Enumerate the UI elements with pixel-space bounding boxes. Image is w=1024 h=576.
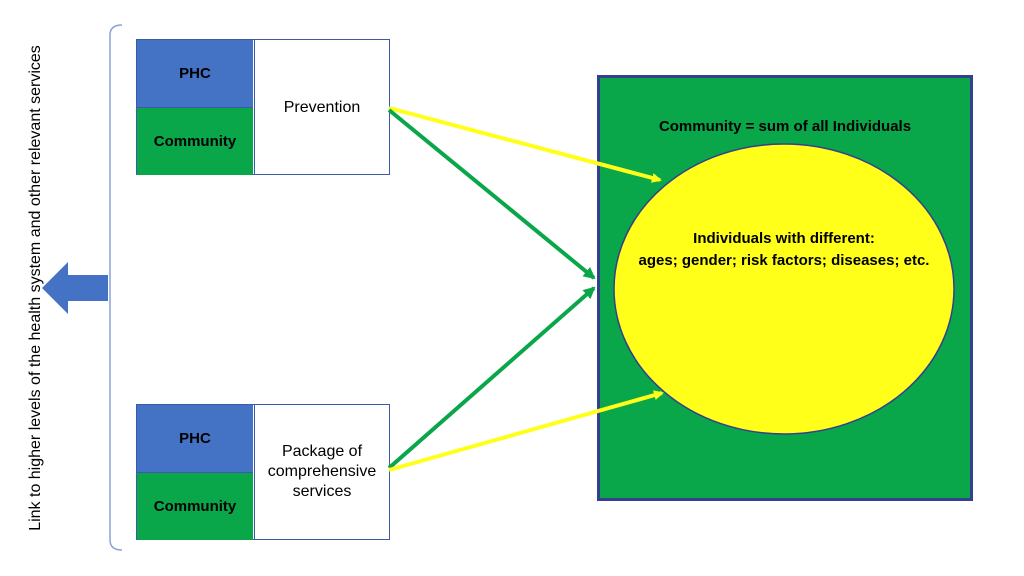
community-cell: Community	[137, 472, 253, 540]
phc-label: PHC	[179, 65, 211, 82]
prevention-yellow-arrow	[388, 106, 662, 183]
package-yellow-arrow	[388, 390, 664, 472]
package-green-arrow	[387, 286, 596, 470]
community-label: Community	[153, 133, 237, 150]
individuals-line1: Individuals with different:	[693, 230, 875, 247]
phc-cell: PHC	[137, 40, 253, 107]
community-cell: Community	[137, 107, 253, 175]
left-arrow-icon	[42, 262, 108, 314]
individuals-ellipse	[613, 143, 955, 435]
package-label: Package of comprehensive services	[254, 405, 389, 539]
individuals-text: Individuals with different: ages; gender…	[611, 228, 957, 272]
prevention-green-arrow	[387, 108, 596, 280]
individuals-line2: ages; gender; risk factors; diseases; et…	[638, 252, 930, 269]
community-label: Community	[153, 498, 237, 515]
package-card: PHC Community Package of comprehensive s…	[136, 404, 390, 540]
community-title: Community = sum of all Individuals	[658, 118, 912, 135]
phc-cell: PHC	[137, 405, 253, 472]
prevention-card: PHC Community Prevention	[136, 39, 390, 175]
prevention-label: Prevention	[254, 40, 389, 174]
phc-label: PHC	[179, 430, 211, 447]
